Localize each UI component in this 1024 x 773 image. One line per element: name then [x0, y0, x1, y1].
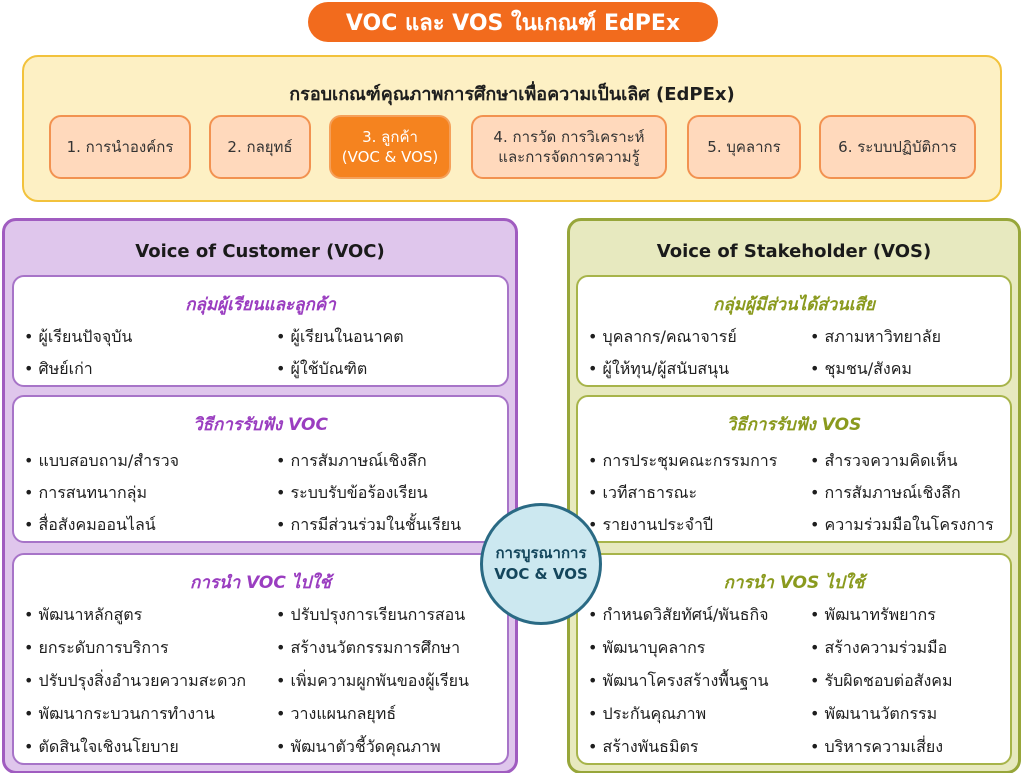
- list-item: ชุมชน/สังคม: [810, 357, 912, 382]
- list-item: รับผิดชอบต่อสังคม: [810, 669, 953, 694]
- criterion-label: 1. การนำองค์กร: [66, 137, 174, 156]
- list-item: สร้างความร่วมมือ: [810, 636, 948, 661]
- diagram-title: VOC และ VOS ในเกณฑ์ EdPEx: [308, 2, 718, 42]
- list-item: เวทีสาธารณะ: [588, 481, 698, 506]
- voc-listen-heading: วิธีการรับฟัง VOC: [193, 415, 328, 435]
- list-item: พัฒนาทรัพยากร: [810, 603, 936, 628]
- criterion-label: 2. กลยุทธ์: [227, 137, 293, 156]
- list-item: สร้างนวัตกรรมการศึกษา: [276, 636, 461, 661]
- vos-groups-heading: กลุ่มผู้มีส่วนได้ส่วนเสีย: [713, 295, 875, 315]
- list-item: สภามหาวิทยาลัย: [810, 325, 941, 350]
- list-item: ยกระดับการบริการ: [24, 636, 169, 661]
- voc-listen-box: วิธีการรับฟัง VOC แบบสอบถาม/สำรวจ การสัม…: [12, 395, 509, 543]
- vos-use-heading: การนำ VOS ไปใช้: [723, 573, 865, 593]
- list-item: พัฒนาบุคลากร: [588, 636, 706, 661]
- voc-panel: Voice of Customer (VOC) กลุ่มผู้เรียนและ…: [2, 218, 518, 773]
- list-item: พัฒนาโครงสร้างพื้นฐาน: [588, 669, 769, 694]
- list-item: พัฒนานวัตกรรม: [810, 702, 938, 727]
- list-item: วางแผนกลยุทธ์: [276, 702, 397, 727]
- list-item: สร้างพันธมิตร: [588, 735, 699, 760]
- criterion-label: 4. การวัด การวิเคราะห์: [493, 127, 645, 146]
- vos-listen-box: วิธีการรับฟัง VOS การประชุมคณะกรรมการ สำ…: [576, 395, 1012, 543]
- list-item: การมีส่วนร่วมในชั้นเรียน: [276, 513, 462, 538]
- criterion-operations: 6. ระบบปฏิบัติการ: [819, 115, 976, 179]
- vos-panel: Voice of Stakeholder (VOS) กลุ่มผู้มีส่ว…: [567, 218, 1021, 773]
- list-item: ความร่วมมือในโครงการ: [810, 513, 994, 538]
- vos-use-box: การนำ VOS ไปใช้ กำหนดวิสัยทัศน์/พันธกิจ …: [576, 553, 1012, 765]
- list-item: ระบบรับข้อร้องเรียน: [276, 481, 428, 506]
- vos-listen-heading: วิธีการรับฟัง VOS: [726, 415, 862, 435]
- criterion-customers: 3. ลูกค้า (VOC & VOS): [329, 115, 451, 179]
- list-item: เพิ่มความผูกพันของผู้เรียน: [276, 669, 469, 694]
- list-item: ตัดสินใจเชิงนโยบาย: [24, 735, 179, 760]
- list-item: ปรับปรุงการเรียนการสอน: [276, 603, 466, 628]
- criterion-workforce: 5. บุคลากร: [687, 115, 801, 179]
- criterion-label: 5. บุคลากร: [707, 137, 781, 156]
- voc-use-heading: การนำ VOC ไปใช้: [190, 573, 331, 593]
- list-item: สำรวจความคิดเห็น: [810, 449, 958, 474]
- list-item: ผู้เรียนในอนาคต: [276, 325, 404, 350]
- list-item: พัฒนาหลักสูตร: [24, 603, 143, 628]
- list-item: ผู้ใช้บัณฑิต: [276, 357, 368, 382]
- voc-groups-box: กลุ่มผู้เรียนและลูกค้า ผู้เรียนปัจจุบัน …: [12, 275, 509, 387]
- list-item: การสนทนากลุ่ม: [24, 481, 147, 506]
- list-item: การสัมภาษณ์เชิงลึก: [810, 481, 961, 506]
- voc-title: Voice of Customer (VOC): [135, 241, 385, 262]
- list-item: ประกันคุณภาพ: [588, 702, 707, 727]
- list-item: กำหนดวิสัยทัศน์/พันธกิจ: [588, 603, 769, 628]
- list-item: บริหารความเสี่ยง: [810, 735, 944, 760]
- list-item: รายงานประจำปี: [588, 513, 714, 538]
- voc-groups-heading: กลุ่มผู้เรียนและลูกค้า: [185, 295, 336, 315]
- criteria-row: 1. การนำองค์กร 2. กลยุทธ์ 3. ลูกค้า (VOC…: [49, 115, 979, 179]
- list-item: บุคลากร/คณาจารย์: [588, 325, 737, 350]
- list-item: แบบสอบถาม/สำรวจ: [24, 449, 179, 474]
- criterion-strategy: 2. กลยุทธ์: [209, 115, 311, 179]
- list-item: ปรับปรุงสิ่งอำนวยความสะดวก: [24, 669, 247, 694]
- list-item: ศิษย์เก่า: [24, 357, 93, 382]
- vos-title: Voice of Stakeholder (VOS): [656, 241, 932, 262]
- list-item: พัฒนากระบวนการทำงาน: [24, 702, 215, 727]
- criterion-leadership: 1. การนำองค์กร: [49, 115, 191, 179]
- criterion-sublabel: และการจัดการความรู้: [498, 148, 640, 166]
- voc-use-box: การนำ VOC ไปใช้ พัฒนาหลักสูตร ปรับปรุงกา…: [12, 553, 509, 765]
- list-item: การสัมภาษณ์เชิงลึก: [276, 449, 427, 474]
- vos-groups-box: กลุ่มผู้มีส่วนได้ส่วนเสีย บุคลากร/คณาจาร…: [576, 275, 1012, 387]
- list-item: สื่อสังคมออนไลน์: [24, 513, 156, 538]
- list-item: พัฒนาตัวชี้วัดคุณภาพ: [276, 735, 441, 760]
- list-item: ผู้เรียนปัจจุบัน: [24, 325, 133, 350]
- integration-circle: การบูรณาการ VOC & VOS: [480, 503, 602, 625]
- criterion-sublabel: (VOC & VOS): [341, 148, 439, 166]
- framework-title: กรอบเกณฑ์คุณภาพการศึกษาเพื่อความเป็นเลิศ…: [289, 84, 735, 105]
- criterion-measurement: 4. การวัด การวิเคราะห์ และการจัดการความร…: [471, 115, 667, 179]
- integration-label: การบูรณาการ: [495, 544, 587, 562]
- criterion-label: 3. ลูกค้า: [362, 127, 418, 146]
- edpex-framework: กรอบเกณฑ์คุณภาพการศึกษาเพื่อความเป็นเลิศ…: [22, 55, 1002, 202]
- integration-sublabel: VOC & VOS: [494, 565, 588, 583]
- criterion-label: 6. ระบบปฏิบัติการ: [838, 137, 957, 156]
- list-item: ผู้ให้ทุน/ผู้สนับสนุน: [588, 357, 729, 382]
- list-item: การประชุมคณะกรรมการ: [588, 449, 778, 474]
